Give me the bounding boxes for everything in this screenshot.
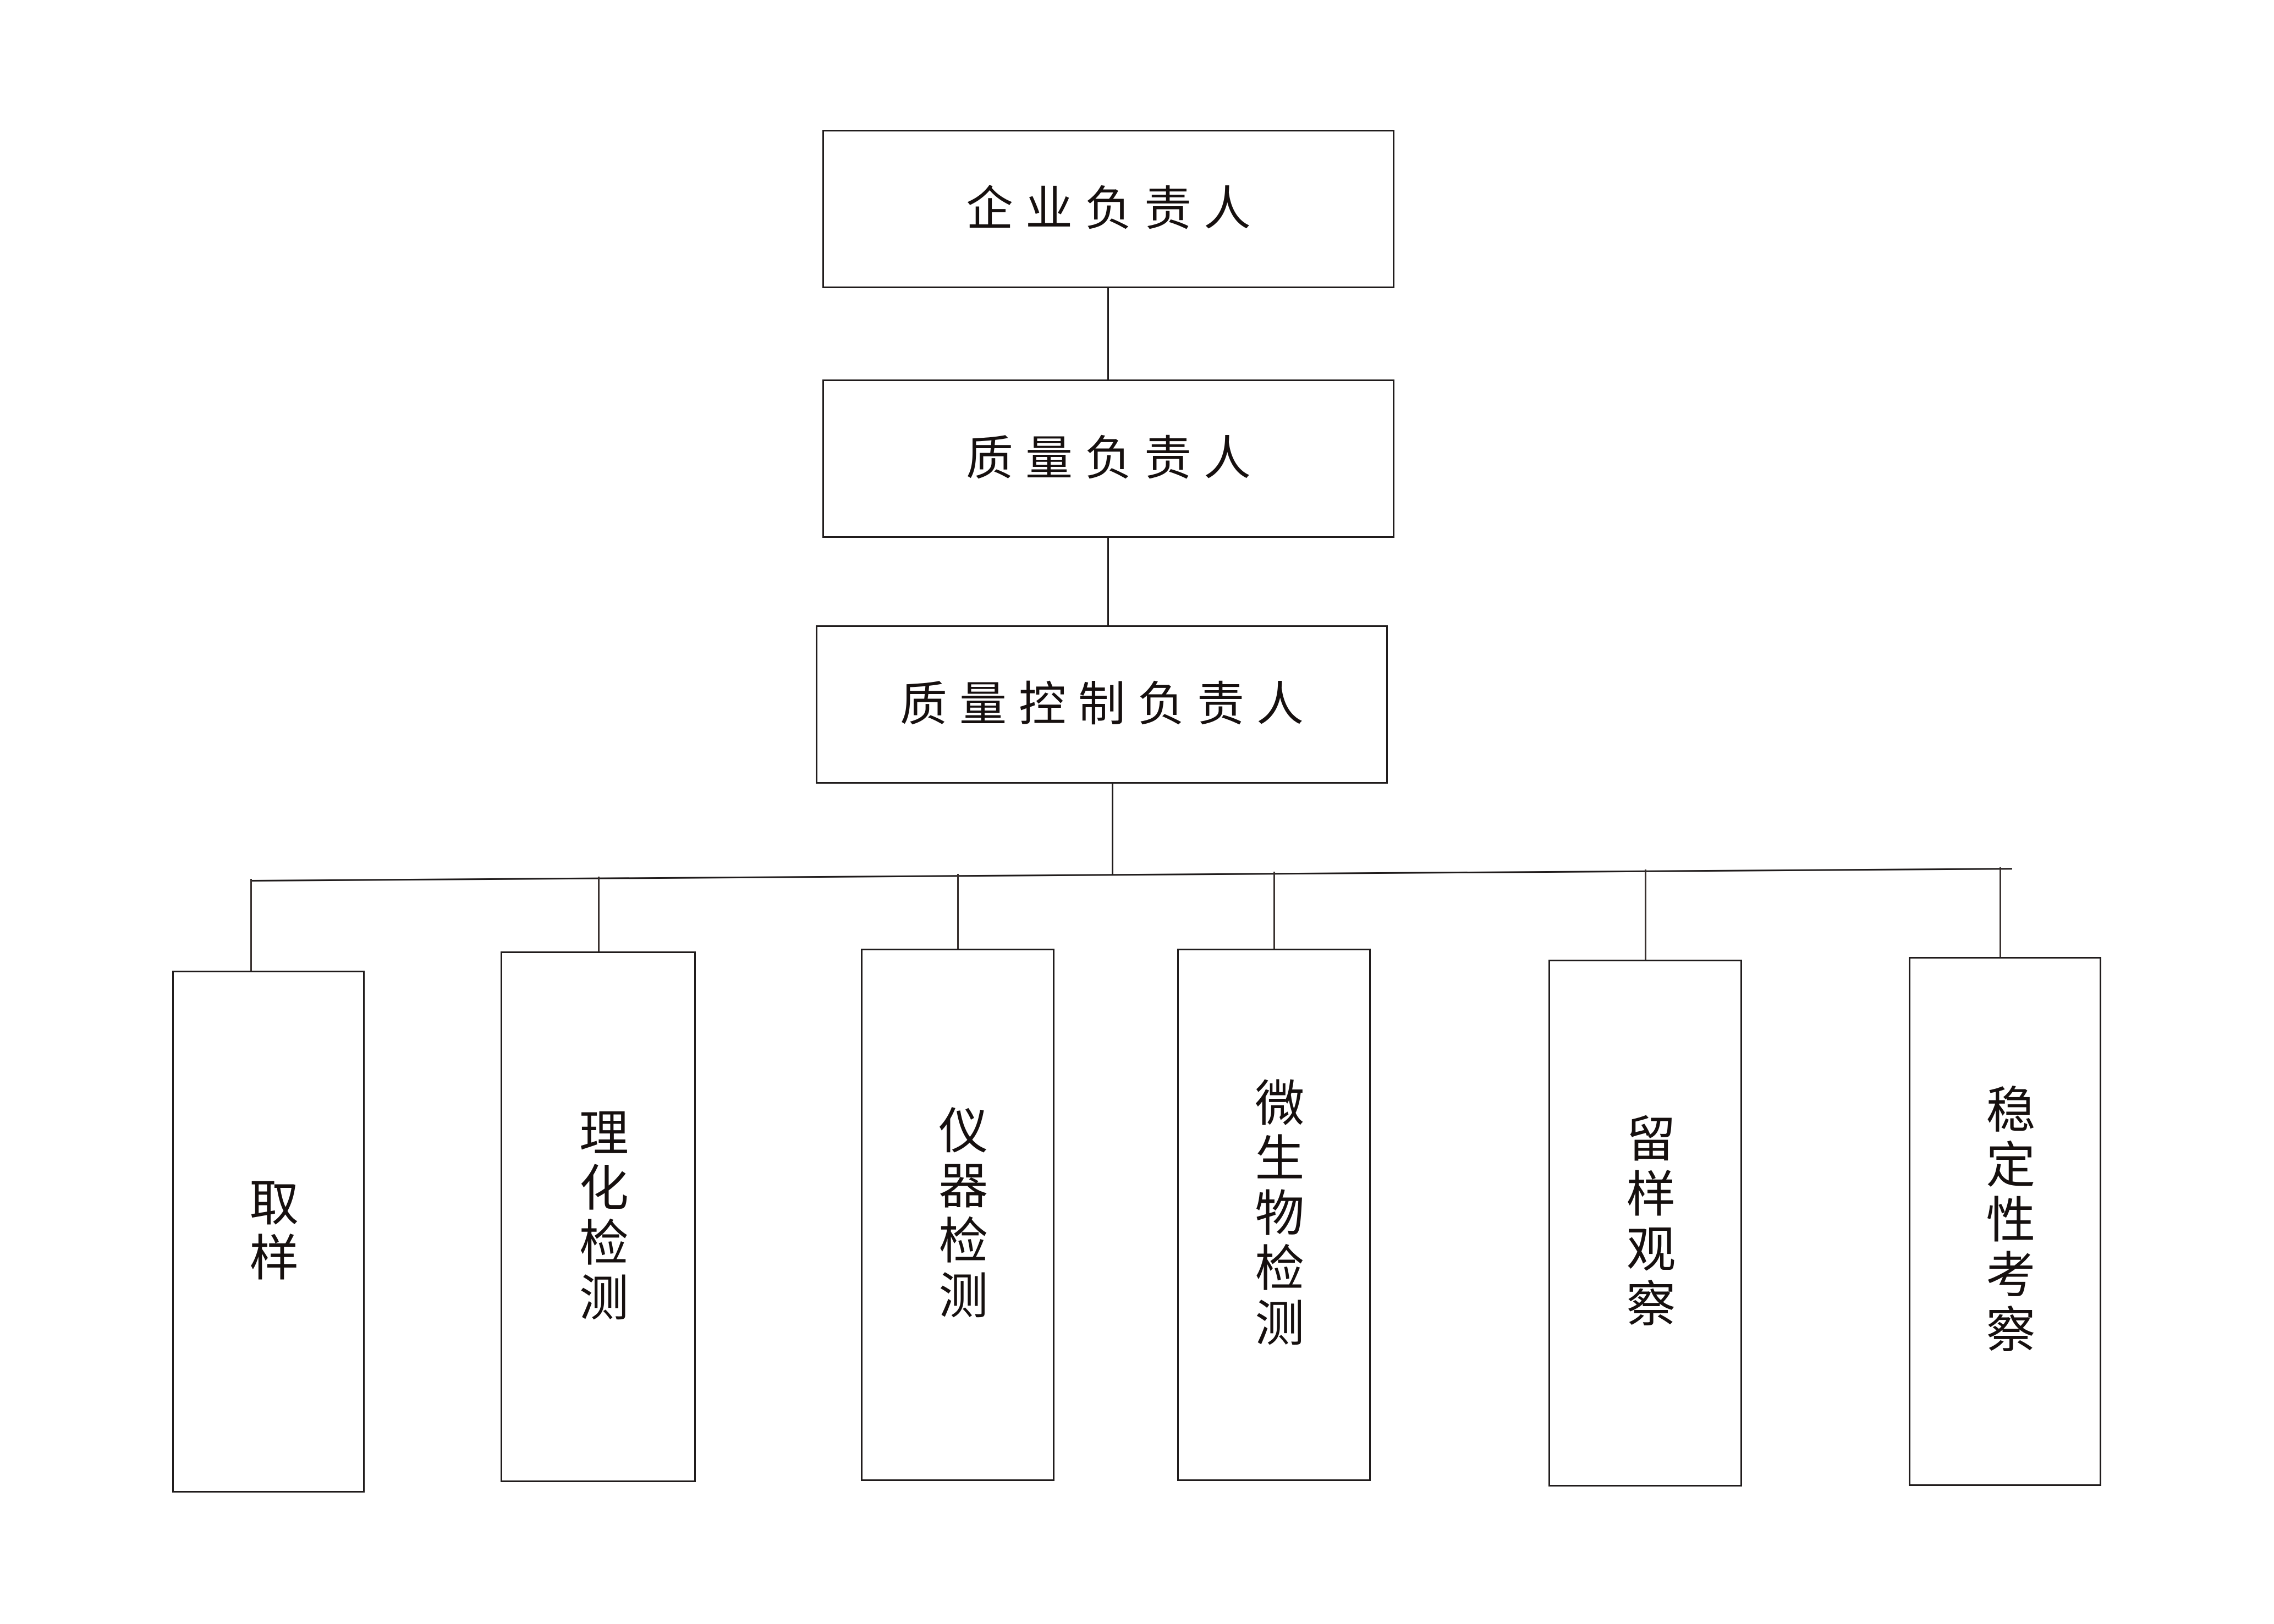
connector-level1-to-level2 <box>1107 288 1109 379</box>
node-label-retained-sample-observation: 留样观察 <box>1618 1113 1673 1333</box>
drop-line-stability-study <box>2000 867 2001 957</box>
node-label-instrument-testing: 仪器检测 <box>931 1105 986 1325</box>
node-label-quality-leader: 质量负责人 <box>966 432 1263 485</box>
drop-line-retained-sample-observation <box>1645 869 1646 960</box>
node-retained-sample-observation[interactable]: 留样观察 <box>1548 960 1742 1487</box>
connector-level2-to-level3 <box>1107 538 1109 625</box>
node-stability-study[interactable]: 稳定性考察 <box>1909 957 2101 1486</box>
connector-level3-to-bus <box>1112 784 1113 874</box>
node-label-stability-study: 稳定性考察 <box>1978 1084 2033 1359</box>
node-quality-leader[interactable]: 质量负责人 <box>822 379 1394 538</box>
node-enterprise-leader[interactable]: 企业负责人 <box>822 130 1394 288</box>
distribution-bus-line <box>250 868 2012 882</box>
drop-line-microbiological-testing <box>1273 872 1275 949</box>
node-microbiological-testing[interactable]: 微生物检测 <box>1177 949 1371 1481</box>
node-sampling[interactable]: 取样 <box>172 971 365 1493</box>
node-label-quality-control-leader: 质量控制负责人 <box>900 678 1316 731</box>
node-label-microbiological-testing: 微生物检测 <box>1247 1077 1302 1352</box>
node-label-physical-chemical-testing: 理化检测 <box>571 1106 626 1327</box>
drop-line-sampling <box>250 879 252 971</box>
node-quality-control-leader[interactable]: 质量控制负责人 <box>816 625 1388 784</box>
node-physical-chemical-testing[interactable]: 理化检测 <box>501 951 696 1482</box>
drop-line-physical-chemical-testing <box>598 877 600 951</box>
drop-line-instrument-testing <box>957 874 959 949</box>
node-label-enterprise-leader: 企业负责人 <box>966 183 1263 235</box>
node-label-sampling: 取样 <box>241 1176 296 1287</box>
node-instrument-testing[interactable]: 仪器检测 <box>861 949 1054 1481</box>
